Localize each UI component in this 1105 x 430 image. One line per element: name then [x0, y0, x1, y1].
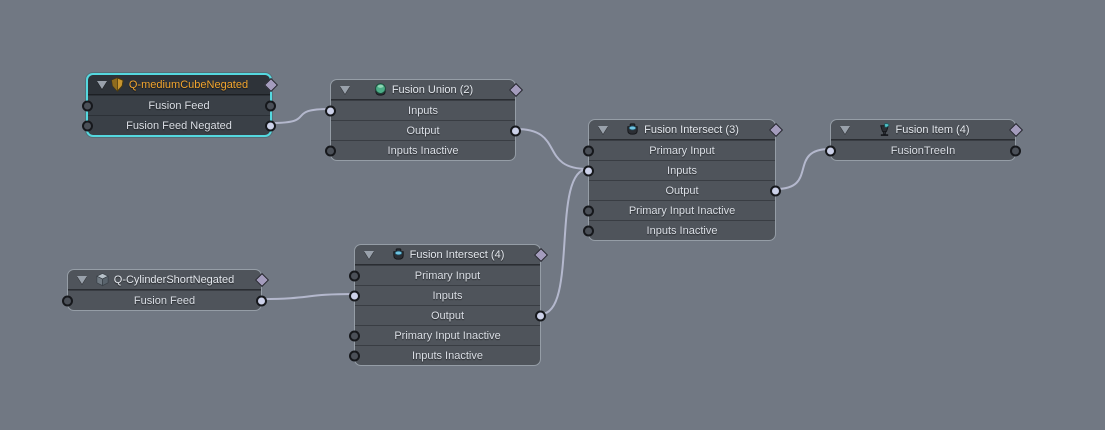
- output-port[interactable]: [256, 295, 267, 306]
- node-row: Fusion Feed: [62, 290, 267, 310]
- node-title: Fusion Union (2): [391, 83, 474, 96]
- node-header[interactable]: Fusion Intersect (4): [355, 245, 549, 265]
- input-port[interactable]: [349, 350, 360, 361]
- row-label: Primary Input Inactive: [394, 329, 501, 342]
- node-row: Fusion Feed: [82, 95, 276, 115]
- cube-gray-icon: [95, 272, 110, 287]
- row-label: Inputs: [432, 289, 463, 302]
- input-port[interactable]: [583, 225, 594, 236]
- input-port[interactable]: [583, 165, 594, 176]
- input-port[interactable]: [825, 145, 836, 156]
- node-title: Fusion Intersect (4): [409, 248, 505, 261]
- node-row: Primary Input: [583, 140, 775, 160]
- node-row: Inputs: [349, 285, 540, 305]
- node-header[interactable]: Q-mediumCubeNegated: [88, 75, 279, 95]
- row-label: Output: [430, 309, 465, 322]
- node-title: Fusion Intersect (3): [644, 123, 739, 136]
- input-port[interactable]: [583, 205, 594, 216]
- row-label: Inputs: [667, 164, 697, 177]
- input-port[interactable]: [349, 270, 360, 281]
- node-row: Inputs Inactive: [349, 345, 540, 365]
- node-row: Output: [589, 180, 781, 200]
- output-port[interactable]: [770, 185, 781, 196]
- node-row: Inputs: [325, 100, 515, 120]
- wire-q-cylinderShortNegated-to-fusion-intersect-4[interactable]: [261, 293, 355, 300]
- row-label: Inputs Inactive: [387, 144, 459, 157]
- node-title: Q-CylinderShortNegated: [113, 273, 235, 286]
- node-header[interactable]: Q-CylinderShortNegated: [68, 270, 270, 290]
- node-title: Q-mediumCubeNegated: [128, 78, 249, 91]
- output-port[interactable]: [265, 100, 276, 111]
- node-header[interactable]: Fusion Union (2): [331, 80, 524, 100]
- node-row: FusionTreeIn: [825, 140, 1021, 160]
- output-port[interactable]: [265, 120, 276, 131]
- node-row: Primary Input: [349, 265, 540, 285]
- collapse-triangle-icon[interactable]: [840, 125, 850, 134]
- chalice-teal-icon: [877, 122, 892, 137]
- row-label: Primary Input: [414, 269, 481, 282]
- output-port[interactable]: [1010, 145, 1021, 156]
- collapse-triangle-icon[interactable]: [77, 275, 87, 284]
- row-label: Inputs Inactive: [646, 224, 718, 237]
- row-label: Fusion Feed Negated: [126, 119, 232, 132]
- wire-fusion-union-2-to-fusion-intersect-3[interactable]: [515, 128, 589, 170]
- wire-fusion-intersect-3-to-fusion-item-4[interactable]: [775, 148, 831, 190]
- input-port[interactable]: [325, 105, 336, 116]
- node-title: Fusion Item (4): [895, 123, 970, 136]
- row-label: Output: [406, 124, 440, 137]
- sphere-green-icon: [373, 82, 388, 97]
- row-label: Inputs: [408, 104, 438, 117]
- output-port[interactable]: [510, 125, 521, 136]
- row-label: Fusion Feed: [133, 294, 196, 307]
- row-label: Output: [665, 184, 699, 197]
- row-label: Primary Input Inactive: [628, 204, 736, 217]
- row-label: Fusion Feed: [148, 99, 210, 112]
- wire-fusion-intersect-4-to-fusion-intersect-3[interactable]: [540, 168, 589, 315]
- input-port[interactable]: [325, 145, 336, 156]
- node-fusion-item-4[interactable]: Fusion Item (4) FusionTreeIn: [825, 119, 1024, 161]
- input-port[interactable]: [349, 330, 360, 341]
- input-port[interactable]: [62, 295, 73, 306]
- input-port[interactable]: [349, 290, 360, 301]
- node-row: Output: [355, 305, 546, 325]
- node-row: Output: [331, 120, 521, 140]
- node-row: Fusion Feed Negated: [82, 115, 276, 135]
- collapse-triangle-icon[interactable]: [340, 85, 350, 94]
- shield-gold-icon: [110, 77, 125, 92]
- input-port[interactable]: [583, 145, 594, 156]
- row-label: FusionTreeIn: [890, 144, 956, 157]
- row-label: Inputs Inactive: [412, 349, 483, 362]
- node-row: Inputs: [583, 160, 775, 180]
- node-q-cylinderShortNegated[interactable]: Q-CylinderShortNegated Fusion Feed: [62, 269, 270, 311]
- node-row: Primary Input Inactive: [583, 200, 775, 220]
- input-port[interactable]: [82, 120, 93, 131]
- input-port[interactable]: [82, 100, 93, 111]
- node-row: Primary Input Inactive: [349, 325, 540, 345]
- node-row: Inputs Inactive: [583, 220, 775, 240]
- wire-q-mediumCubeNegated-to-fusion-union-2[interactable]: [271, 108, 331, 124]
- output-port[interactable]: [535, 310, 546, 321]
- row-label: Primary Input: [649, 144, 715, 157]
- collapse-triangle-icon[interactable]: [598, 125, 608, 134]
- bowl-blue-icon: [391, 247, 406, 262]
- collapse-triangle-icon[interactable]: [364, 250, 374, 259]
- node-row: Inputs Inactive: [325, 140, 515, 160]
- collapse-triangle-icon[interactable]: [97, 80, 107, 89]
- node-header[interactable]: Fusion Item (4): [831, 120, 1024, 140]
- bowl-blue-icon: [625, 122, 640, 137]
- node-header[interactable]: Fusion Intersect (3): [589, 120, 784, 140]
